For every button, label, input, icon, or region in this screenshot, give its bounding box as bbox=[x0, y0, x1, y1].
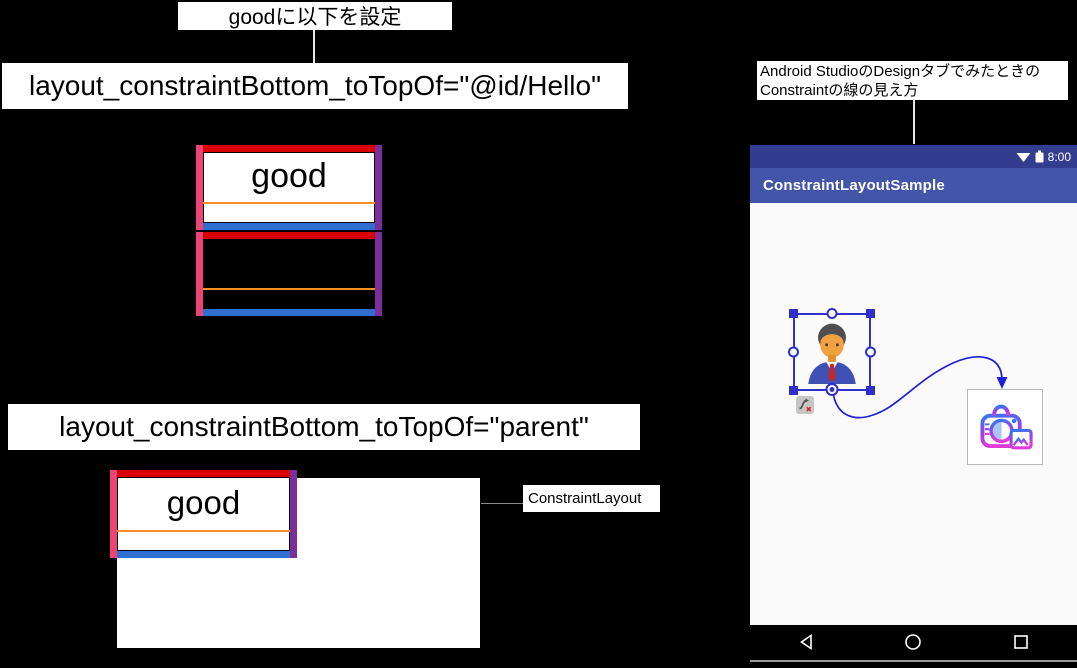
good-setting-label: goodに以下を設定 bbox=[228, 6, 402, 29]
top-constraint-bar bbox=[117, 470, 290, 477]
person-avatar-icon[interactable] bbox=[799, 318, 865, 384]
back-icon[interactable] bbox=[798, 633, 816, 651]
constraint-layout-label: ConstraintLayout bbox=[528, 490, 642, 507]
app-bar: ConstraintLayoutSample bbox=[750, 168, 1077, 203]
resize-handle-top-right[interactable] bbox=[866, 309, 875, 318]
constraint-arrowhead bbox=[996, 377, 1008, 389]
resize-handle-bottom-right[interactable] bbox=[866, 386, 875, 395]
design-tab-note: Android StudioのDesignタブでみたときの Constraint… bbox=[757, 61, 1068, 100]
good-view-body bbox=[203, 152, 375, 223]
design-note-line2: Constraintの線の見え方 bbox=[760, 82, 919, 99]
hello-view-diagram bbox=[196, 232, 382, 316]
constraint-layout-callout: ConstraintLayout bbox=[523, 485, 660, 512]
home-icon[interactable] bbox=[904, 633, 922, 651]
code-text-parent: layout_constraintBottom_toTopOf="parent" bbox=[59, 411, 589, 442]
text-baseline-line bbox=[203, 288, 375, 290]
constraint-anchor-left[interactable] bbox=[788, 346, 799, 358]
left-constraint-bar bbox=[196, 145, 203, 230]
bottom-constraint-bar bbox=[203, 223, 375, 230]
constraint-anchor-top[interactable] bbox=[826, 308, 838, 319]
delete-constraint-button[interactable] bbox=[796, 396, 814, 414]
bottom-constraint-bar bbox=[117, 551, 290, 558]
left-constraint-bar bbox=[196, 232, 203, 316]
good-view-diagram: good bbox=[196, 145, 382, 230]
constraint-anchor-right[interactable] bbox=[865, 346, 876, 358]
code-snippet-parent: layout_constraintBottom_toTopOf="parent" bbox=[8, 404, 640, 450]
android-nav-bar bbox=[750, 625, 1077, 660]
code-snippet-hello: layout_constraintBottom_toTopOf="@id/Hel… bbox=[2, 63, 628, 109]
bottom-constraint-bar bbox=[203, 309, 375, 316]
top-constraint-bar bbox=[203, 232, 375, 239]
android-phone-mockup: 8:00 ConstraintLayoutSample bbox=[750, 145, 1077, 662]
good-view-body bbox=[117, 477, 290, 551]
callout-pointer-line bbox=[913, 100, 915, 144]
good-view-text: good bbox=[251, 157, 327, 195]
wifi-icon bbox=[1016, 153, 1031, 162]
left-constraint-bar bbox=[110, 470, 117, 558]
battery-icon bbox=[1035, 150, 1044, 163]
constraint-anchor-bottom-connected[interactable] bbox=[825, 383, 839, 396]
resize-handle-top-left[interactable] bbox=[789, 309, 798, 318]
selected-imageview-widget[interactable] bbox=[788, 308, 876, 396]
code-text-hello: layout_constraintBottom_toTopOf="@id/Hel… bbox=[28, 70, 602, 101]
phone-bottom-edge bbox=[750, 660, 1077, 662]
resize-handle-bottom-left[interactable] bbox=[789, 386, 798, 395]
hello-view-body bbox=[203, 239, 375, 309]
callout-pointer-line bbox=[313, 30, 315, 64]
good-setting-callout: goodに以下を設定 bbox=[178, 2, 452, 30]
good-view-diagram-parent: good bbox=[110, 470, 297, 558]
status-bar: 8:00 bbox=[750, 145, 1077, 168]
top-constraint-bar bbox=[203, 145, 375, 152]
text-baseline-line bbox=[203, 202, 375, 204]
design-surface bbox=[750, 203, 1077, 625]
right-constraint-bar bbox=[375, 232, 382, 316]
app-title: ConstraintLayoutSample bbox=[763, 177, 945, 194]
camera-photo-icon bbox=[980, 404, 1033, 450]
label-connector-line bbox=[481, 503, 523, 504]
design-note-line1: Android StudioのDesignタブでみたときの bbox=[760, 63, 1041, 80]
right-constraint-bar bbox=[375, 145, 382, 230]
recents-icon[interactable] bbox=[1012, 633, 1030, 651]
text-baseline-line bbox=[117, 530, 290, 532]
status-clock: 8:00 bbox=[1047, 149, 1071, 164]
right-constraint-bar bbox=[290, 470, 297, 558]
good-view-text: good bbox=[166, 484, 241, 521]
camera-imageview-widget[interactable] bbox=[967, 389, 1043, 465]
